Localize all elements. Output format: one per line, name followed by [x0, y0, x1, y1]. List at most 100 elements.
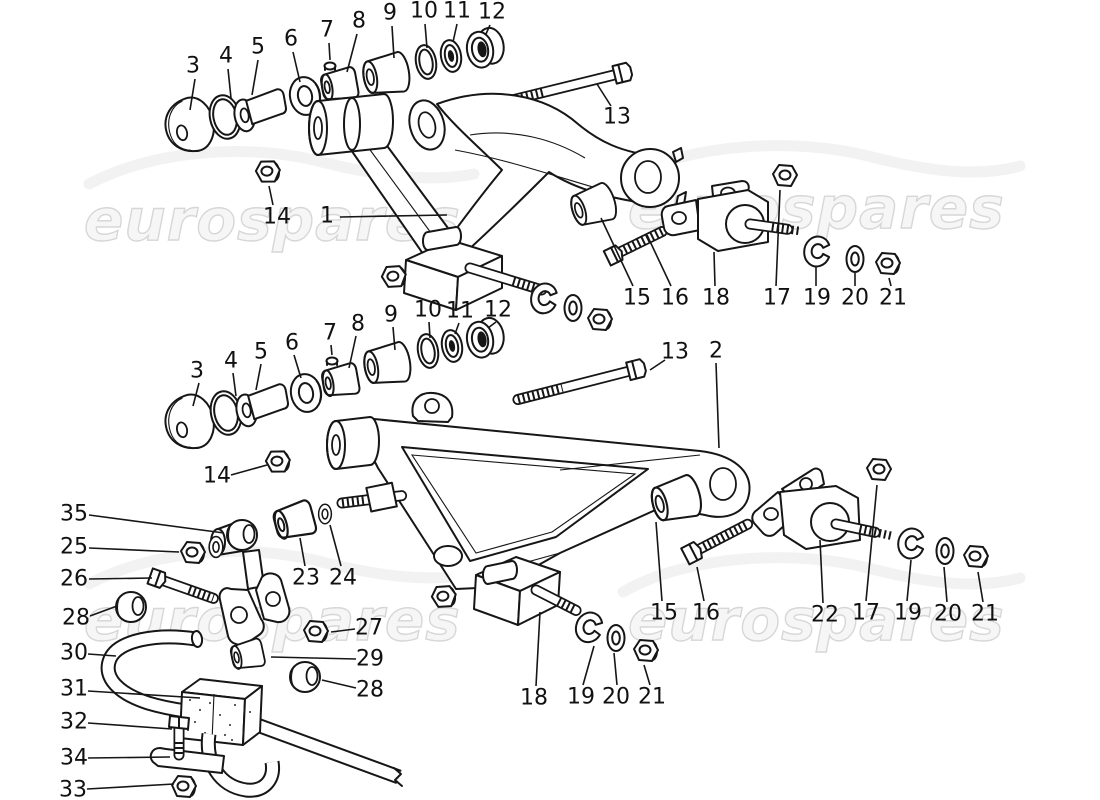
callout-leader-line [696, 566, 705, 602]
callout-label: 4 [224, 349, 238, 374]
stabilizer-link-35 [210, 519, 291, 646]
callout-leader-line [189, 78, 196, 111]
watermark-swoosh [617, 140, 1026, 186]
callout-leader-line [646, 234, 672, 287]
callout-label: 16 [692, 601, 720, 626]
callout-label: 8 [351, 312, 365, 337]
nut-25 [180, 541, 206, 564]
callout-label: 4 [219, 44, 233, 69]
callout-label: 21 [971, 602, 999, 627]
bushing-23 [270, 498, 319, 544]
callout-leader-line [655, 521, 663, 602]
callout-leader-line [943, 566, 948, 603]
sway-bar-group [100, 498, 403, 798]
callout-label: 2 [709, 339, 723, 364]
callout-label: 3 [186, 54, 200, 79]
bolt-32 [168, 715, 190, 761]
callout-leader-line [299, 537, 306, 567]
nut-27 [303, 620, 329, 643]
callout-leader-line [600, 217, 634, 287]
callout-leader-line [87, 653, 117, 657]
rubber-mount-31 [179, 678, 263, 746]
callout-leader-line [270, 656, 357, 660]
callout-leader-line [348, 335, 357, 369]
clevis-bracket-18-upper [660, 164, 901, 275]
callout-leader-line [293, 354, 302, 379]
callout-leader-line [268, 185, 274, 206]
callout-label: 11 [443, 0, 471, 24]
clamp-34 [149, 732, 280, 798]
callout-leader-line [392, 326, 396, 351]
callout-leader-line [87, 690, 201, 699]
callout-label: 14 [263, 205, 291, 230]
callout-leader-line [454, 322, 460, 335]
bushing-28-left [115, 591, 147, 623]
callout-leader-line [582, 645, 595, 686]
callout-leader-line [452, 23, 458, 43]
callout-label: 21 [879, 286, 907, 311]
callout-leader-line [487, 321, 497, 329]
bolt-26 [146, 567, 219, 604]
callout-label: 20 [602, 685, 630, 710]
bolt-16-lower [680, 518, 754, 566]
callout-leader-line [86, 783, 175, 790]
callout-leader-line [328, 42, 331, 61]
callout-leader-line [428, 321, 431, 339]
callout-leader-line [255, 363, 262, 391]
callout-leader-line [251, 59, 259, 96]
callout-label: 33 [59, 778, 87, 800]
callout-label: 16 [661, 286, 689, 311]
callout-label: 29 [356, 647, 384, 672]
callout-label: 32 [60, 710, 88, 735]
callout-leader-line [329, 524, 342, 567]
callout-leader-line [87, 756, 171, 759]
callout-label: 17 [852, 601, 880, 626]
nut-14-lower [264, 448, 292, 475]
callout-label: 20 [934, 602, 962, 627]
callout-label: 20 [841, 286, 869, 311]
callout-label: 23 [292, 566, 320, 591]
callout-label: 22 [811, 603, 839, 628]
callout-leader-line [713, 251, 716, 287]
callout-label: 15 [623, 286, 651, 311]
callout-leader-line [535, 611, 541, 687]
callout-leader-line [715, 362, 720, 449]
callout-label: 25 [60, 535, 88, 560]
callout-label: 9 [383, 1, 397, 26]
callout-label: 28 [356, 678, 384, 703]
callout-label: 27 [355, 616, 383, 641]
callout-label: 10 [414, 298, 442, 323]
upper-pivot-clevis [379, 226, 613, 331]
callout-leader-line [330, 628, 356, 633]
callout-label: 13 [603, 105, 631, 130]
callout-label: 5 [254, 340, 268, 365]
callout-label: 30 [60, 641, 88, 666]
callout-label: 17 [763, 286, 791, 311]
watermark-swoosh [83, 546, 480, 590]
callout-leader-line [330, 344, 333, 356]
callout-label: 31 [60, 677, 88, 702]
long-bolt-13-lower [512, 358, 647, 406]
watermark-swoosh [83, 146, 480, 190]
callout-leader-line [232, 372, 237, 397]
callout-leader-line [485, 24, 491, 35]
callout-leader-line [230, 464, 268, 476]
callout-leader-line [292, 51, 301, 83]
callout-label: 12 [478, 0, 506, 25]
callout-label: 10 [410, 0, 438, 24]
callout-leader-line [227, 68, 232, 99]
callout-label: 14 [203, 464, 231, 489]
callout-leader-line [89, 605, 118, 617]
callout-label: 6 [284, 27, 298, 52]
callout-label: 1 [320, 204, 334, 229]
callout-leader-line [391, 25, 395, 59]
watermark-swoosh [617, 552, 1026, 598]
callout-leader-line [321, 679, 357, 689]
callout-label: 24 [329, 566, 357, 591]
callout-label: 19 [567, 685, 595, 710]
nut-33 [171, 775, 197, 798]
callout-leader-line [775, 189, 781, 287]
